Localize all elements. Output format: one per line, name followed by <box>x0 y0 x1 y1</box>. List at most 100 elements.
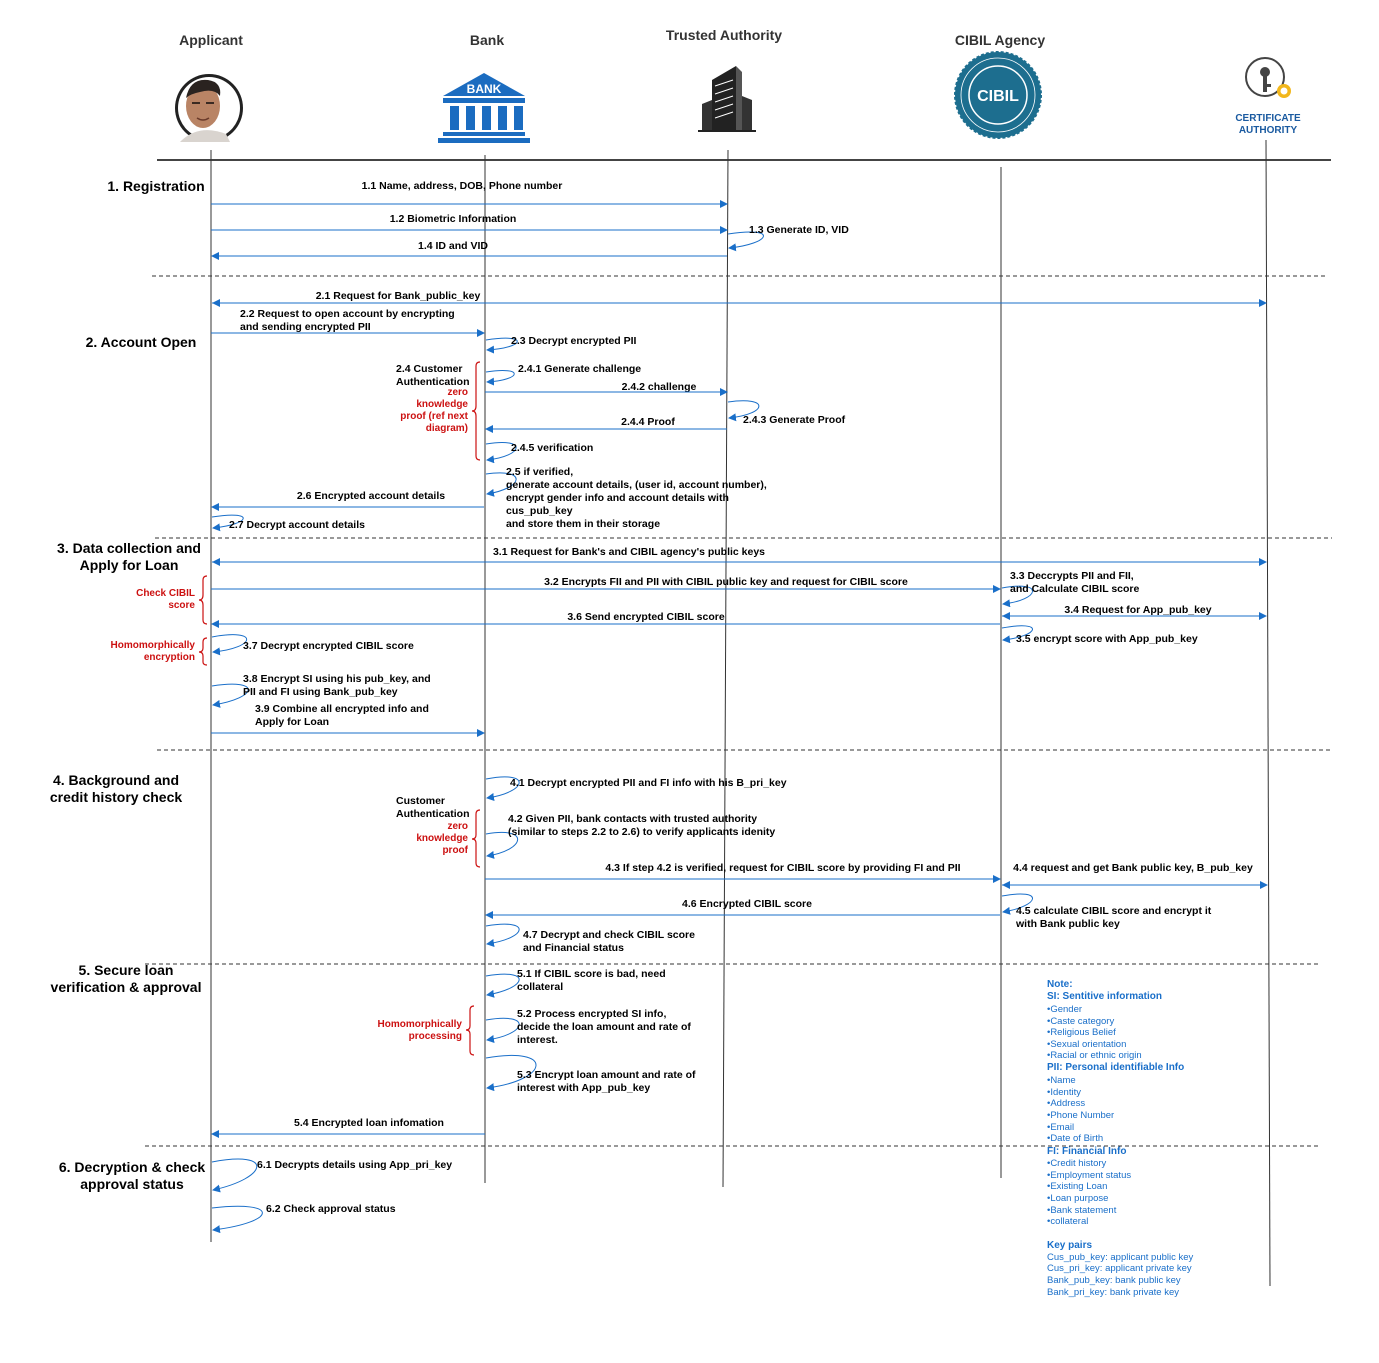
message-3-8-line1: 3.8 Encrypt SI using his pub_key, and <box>243 673 431 685</box>
zkp-note-2-line2: knowledge <box>416 833 468 844</box>
self-arrow-2-4-5 <box>485 442 517 464</box>
message-5-1-line1: 5.1 If CIBIL score is bad, need <box>517 968 666 980</box>
message-5-1-line2: collateral <box>517 981 563 993</box>
zkp-note-1-line1: zero <box>447 387 468 398</box>
self-arrow-4-2 <box>485 832 518 859</box>
note-fi-item: •Employment status <box>1047 1170 1131 1181</box>
note-si-title: SI: Sentitive information <box>1047 991 1162 1002</box>
message-5-3-line2: interest with App_pub_key <box>517 1082 650 1094</box>
self-arrow-3-3 <box>1001 585 1033 608</box>
message-2-4-1: 2.4.1 Generate challenge <box>518 363 641 375</box>
ca-label-line2: AUTHORITY <box>1239 125 1298 136</box>
self-arrow-3-5 <box>1001 625 1033 644</box>
message-4-4: 4.4 request and get Bank public key, B_p… <box>1013 862 1253 874</box>
phase-decryption-line1: 6. Decryption & check <box>59 1159 205 1175</box>
message-2-5-line1: 2.5 if verified, <box>506 466 573 478</box>
message-4-6: 4.6 Encrypted CIBIL score <box>682 898 812 910</box>
note-fi-item: •Loan purpose <box>1047 1193 1108 1204</box>
self-arrow-5-3 <box>485 1054 537 1092</box>
message-3-6: 3.6 Send encrypted CIBIL score <box>567 611 725 623</box>
message-2-5-line2: generate account details, (user id, acco… <box>506 479 767 491</box>
note-pii-item: •Phone Number <box>1047 1110 1114 1121</box>
phase-loan-verification-line2: verification & approval <box>51 979 202 995</box>
legend-note: Note: SI: Sentitive information •Gender … <box>1047 979 1194 1298</box>
arrow-4-4-head-start <box>1002 881 1010 889</box>
note-fi-title: FI: Financial Info <box>1047 1146 1126 1157</box>
note-pii-item: •Email <box>1047 1122 1074 1133</box>
message-4-5-line1: 4.5 calculate CIBIL score and encrypt it <box>1016 905 1212 917</box>
brace-zkp-2 <box>471 809 481 868</box>
note-fi-item: •Existing Loan <box>1047 1181 1107 1192</box>
lifeline-trusted-authority <box>722 149 729 1188</box>
homo-enc-note-line2: encryption <box>144 652 195 663</box>
bank-logo-text: BANK <box>467 82 502 96</box>
brace-homo-proc <box>465 1005 475 1056</box>
phase-data-collection-line1: 3. Data collection and <box>57 540 201 556</box>
self-arrow-4-1 <box>485 776 520 801</box>
note-pii-item: •Identity <box>1047 1087 1081 1098</box>
note-key-item: Bank_pri_key: bank private key <box>1047 1287 1179 1298</box>
self-arrow-2-7 <box>211 514 244 532</box>
note-pii-item: •Date of Birth <box>1047 1133 1103 1144</box>
note-si-item: •Racial or ethnic origin <box>1047 1050 1142 1061</box>
message-2-3: 2.3 Decrypt encrypted PII <box>511 335 637 347</box>
message-5-3-line1: 5.3 Encrypt loan amount and rate of <box>517 1069 696 1081</box>
note-key-item: Cus_pri_key: applicant private key <box>1047 1263 1192 1274</box>
self-arrow-5-1 <box>485 973 520 998</box>
homo-enc-note-line1: Homomorphically <box>111 640 196 651</box>
self-arrow-2-4-3 <box>727 400 760 422</box>
message-1-4: 1.4 ID and VID <box>418 240 488 252</box>
message-4-7-line1: 4.7 Decrypt and check CIBIL score <box>523 929 695 941</box>
message-5-2-line2: decide the loan amount and rate of <box>517 1021 691 1033</box>
message-2-7: 2.7 Decrypt account details <box>229 519 365 531</box>
self-arrow-1-3 <box>727 231 764 252</box>
actor-applicant-label: Applicant <box>179 32 243 48</box>
message-2-5-line4: cus_pub_key <box>506 505 573 517</box>
message-5-2-line1: 5.2 Process encrypted SI info, <box>517 1008 666 1020</box>
note-key-item: Cus_pub_key: applicant public key <box>1047 1252 1194 1263</box>
message-2-2-line2: and sending encrypted PII <box>240 321 371 333</box>
customer-auth-label-line2: Authentication <box>396 376 470 388</box>
customer-auth-label-line1: 2.4 Customer <box>396 363 463 375</box>
lifeline-ca <box>1265 139 1271 1287</box>
arrow-2-1-head-start <box>212 299 220 307</box>
phase-registration: 1. Registration <box>107 178 204 194</box>
message-1-1: 1.1 Name, address, DOB, Phone number <box>362 180 563 192</box>
message-2-1: 2.1 Request for Bank_public_key <box>316 290 481 302</box>
brace-zkp-1 <box>471 361 481 461</box>
message-3-9-line2: Apply for Loan <box>255 716 329 728</box>
check-cibil-note-line1: Check CIBIL <box>136 588 195 599</box>
message-2-5-line5: and store them in their storage <box>506 518 660 530</box>
message-3-8-line2: PII and FI using Bank_pub_key <box>243 686 398 698</box>
note-title: Note: <box>1047 979 1073 990</box>
note-pii-item: •Name <box>1047 1075 1076 1086</box>
customer-auth-2-line1: Customer <box>396 795 445 807</box>
self-arrow-3-7 <box>211 634 247 656</box>
zkp-note-2-line3: proof <box>442 845 468 856</box>
message-4-5-line2: with Bank public key <box>1015 918 1120 930</box>
zkp-note-1-line3: proof (ref next <box>400 411 468 422</box>
phase-background-line1: 4. Background and <box>53 772 179 788</box>
note-si-item: •Caste category <box>1047 1016 1114 1027</box>
message-3-1: 3.1 Request for Bank's and CIBIL agency'… <box>493 546 765 558</box>
ca-label-line1: CERTIFICATE <box>1235 113 1301 124</box>
message-2-4-5: 2.4.5 verification <box>511 442 593 454</box>
cibil-logo-text: CIBIL <box>977 88 1019 105</box>
self-arrow-2-3 <box>485 337 518 354</box>
phase-account-open: 2. Account Open <box>86 334 197 350</box>
actor-bank-label: Bank <box>470 32 504 48</box>
self-arrow-4-5 <box>1001 893 1033 915</box>
note-pii-item: •Address <box>1047 1098 1085 1109</box>
brace-homo-enc <box>198 637 208 666</box>
self-arrow-2-5 <box>485 472 517 497</box>
actor-trusted-authority-label: Trusted Authority <box>666 27 782 43</box>
message-3-3-line1: 3.3 Deccrypts PII and FII, <box>1010 570 1134 582</box>
brace-check-cibil <box>198 575 208 625</box>
phase-data-collection-line2: Apply for Loan <box>80 557 179 573</box>
zkp-note-2-line1: zero <box>447 821 468 832</box>
message-3-3-line2: and Calculate CIBIL score <box>1010 583 1140 595</box>
message-2-6: 2.6 Encrypted account details <box>297 490 445 502</box>
message-5-2-line3: interest. <box>517 1034 558 1046</box>
self-arrow-5-2 <box>485 1017 520 1043</box>
